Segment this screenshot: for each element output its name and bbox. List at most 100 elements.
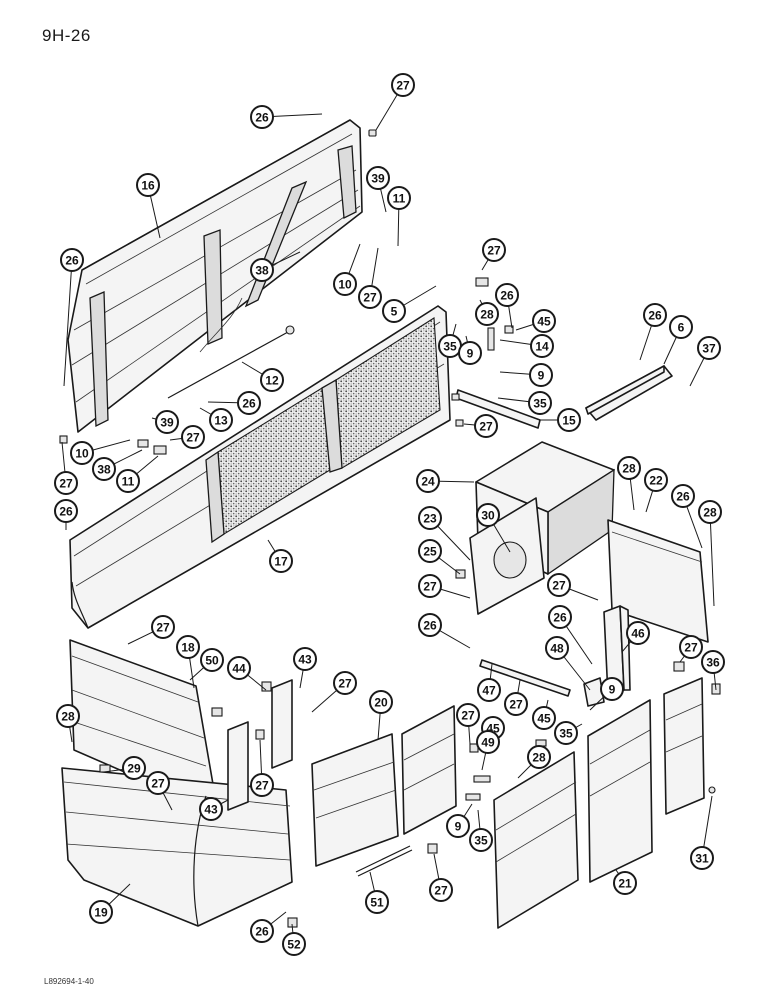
- part-46-bracket: [603, 605, 631, 697]
- callout-number: 22: [649, 474, 663, 488]
- callout-6: 6: [669, 315, 693, 339]
- leader-line-28: [709, 511, 715, 607]
- callout-circle: [136, 173, 160, 197]
- callout-number: 28: [480, 308, 494, 322]
- callout-number: 27: [156, 621, 170, 635]
- callout-number: 26: [553, 611, 567, 625]
- callout-circle: [122, 756, 146, 780]
- callout-circle: [600, 677, 624, 701]
- callout-27: 27: [146, 771, 170, 795]
- callout-12: 12: [260, 368, 284, 392]
- callout-circle: [116, 469, 140, 493]
- callout-48: 48: [545, 636, 569, 660]
- callout-circle: [669, 315, 693, 339]
- callout-circle: [530, 334, 554, 358]
- page-label: 9H-26: [42, 26, 91, 45]
- callout-14: 14: [530, 334, 554, 358]
- callout-number: 27: [423, 580, 437, 594]
- callout-15: 15: [557, 408, 581, 432]
- callout-5: 5: [382, 299, 406, 323]
- part-48-bracket: [583, 677, 605, 707]
- callout-11: 11: [116, 469, 140, 493]
- callout-circle: [679, 635, 703, 659]
- callout-28: 28: [56, 704, 80, 728]
- callout-number: 27: [396, 79, 410, 93]
- callout-27: 27: [429, 878, 453, 902]
- callout-27: 27: [358, 285, 382, 309]
- callout-26: 26: [495, 283, 519, 307]
- callout-49: 49: [476, 730, 500, 754]
- callout-number: 35: [474, 834, 488, 848]
- callout-26: 26: [418, 613, 442, 637]
- callout-circle: [200, 648, 224, 672]
- callout-number: 46: [631, 627, 645, 641]
- callout-number: 27: [255, 779, 269, 793]
- callout-number: 35: [533, 397, 547, 411]
- callout-circle: [366, 166, 390, 190]
- callout-number: 16: [141, 179, 155, 193]
- callout-number: 44: [232, 662, 246, 676]
- callout-circle: [528, 391, 552, 415]
- callout-number: 35: [559, 727, 573, 741]
- callout-35: 35: [554, 721, 578, 745]
- callout-27: 27: [250, 773, 274, 797]
- callout-50: 50: [200, 648, 224, 672]
- callout-number: 9: [467, 347, 474, 361]
- callout-circle: [269, 549, 293, 573]
- callout-number: 49: [481, 736, 495, 750]
- part-15-bar: [455, 389, 541, 429]
- callout-number: 45: [537, 712, 551, 726]
- callout-26: 26: [250, 919, 274, 943]
- parts-layer: [59, 119, 721, 929]
- part-51-rod: [355, 845, 413, 877]
- callout-circle: [365, 890, 389, 914]
- callout-35: 35: [469, 828, 493, 852]
- callout-number: 47: [482, 684, 496, 698]
- callout-number: 10: [338, 278, 352, 292]
- callout-number: 26: [255, 925, 269, 939]
- callout-23: 23: [418, 506, 442, 530]
- part-21-flap: [493, 677, 705, 929]
- reference-code: L892694-1-40: [44, 977, 94, 986]
- callout-circle: [250, 919, 274, 943]
- callout-52: 52: [282, 932, 306, 956]
- callout-19: 19: [89, 900, 113, 924]
- callout-circle: [429, 878, 453, 902]
- hardware-pieces: [59, 129, 721, 928]
- callout-number: 38: [97, 463, 111, 477]
- callout-number: 26: [59, 505, 73, 519]
- callout-number: 39: [160, 416, 174, 430]
- callout-circle: [504, 692, 528, 716]
- callout-circle: [56, 704, 80, 728]
- callout-16: 16: [136, 173, 160, 197]
- callout-circle: [146, 771, 170, 795]
- callout-number: 17: [274, 555, 288, 569]
- callout-number: 27: [461, 709, 475, 723]
- callout-circle: [482, 238, 506, 262]
- callout-27: 27: [418, 574, 442, 598]
- callout-18: 18: [176, 635, 200, 659]
- callout-circle: [474, 414, 498, 438]
- callout-circle: [333, 671, 357, 695]
- part-22-side-plate: [607, 519, 709, 643]
- callout-37: 37: [697, 336, 721, 360]
- callout-51: 51: [365, 890, 389, 914]
- callout-26: 26: [54, 499, 78, 523]
- callout-number: 28: [703, 506, 717, 520]
- callout-circle: [391, 73, 415, 97]
- callout-circle: [181, 425, 205, 449]
- callout-number: 15: [562, 414, 576, 428]
- callout-circle: [54, 499, 78, 523]
- callout-number: 25: [423, 545, 437, 559]
- callout-number: 27: [151, 777, 165, 791]
- callout-number: 27: [434, 884, 448, 898]
- callout-number: 26: [242, 397, 256, 411]
- callout-number: 9: [455, 820, 462, 834]
- part-20-flap: [311, 705, 457, 867]
- callout-circle: [701, 650, 725, 674]
- callout-number: 27: [479, 420, 493, 434]
- callout-circle: [529, 363, 553, 387]
- callout-39: 39: [366, 166, 390, 190]
- callout-circle: [418, 613, 442, 637]
